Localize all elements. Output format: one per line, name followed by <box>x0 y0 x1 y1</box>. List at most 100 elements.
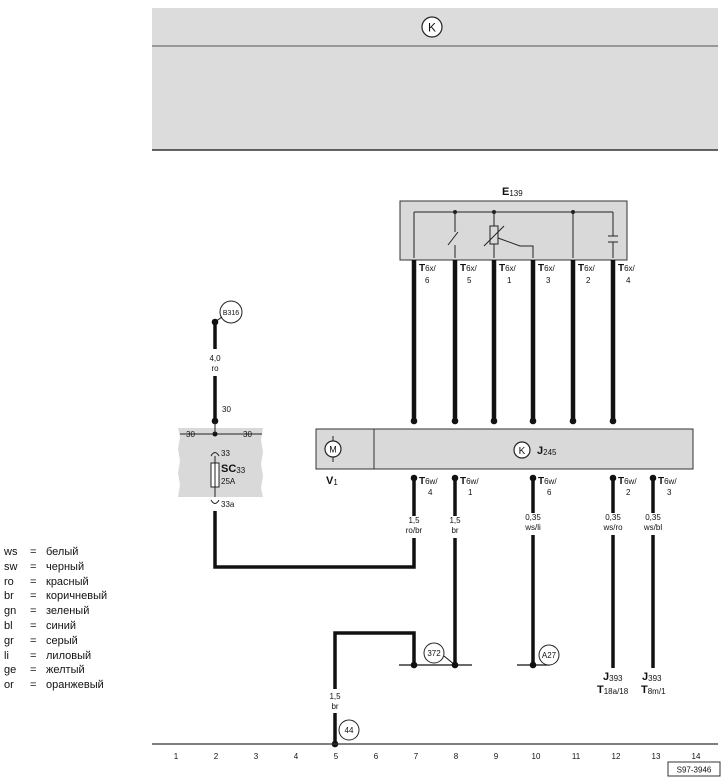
legend-eq: = <box>30 619 37 632</box>
j245-label: J245 <box>537 445 557 457</box>
legend-row: ge=желтый <box>4 663 107 678</box>
legend-text: синий <box>46 619 77 632</box>
legend-row: gn = зеленый <box>4 604 107 619</box>
fuse-holder-box <box>178 428 263 497</box>
v1-label: V1 <box>326 475 338 487</box>
drawing-number: S97-3946 <box>677 766 712 775</box>
ruler-number: 8 <box>454 752 459 761</box>
legend-row: li=лиловый <box>4 649 107 664</box>
t6x-pin-number: 3 <box>546 276 551 285</box>
j245-symbol: K <box>519 446 526 457</box>
ruler-number: 6 <box>374 752 379 761</box>
legend-row: ro=красный <box>4 575 107 590</box>
legend-code: or <box>4 679 14 692</box>
t6x-pin-label: T6x/ <box>419 263 437 274</box>
legend-eq: = <box>30 546 37 558</box>
t6x-pin-labels: T6x/ 6 T6x/ 5 T6x/ 1 T6x/ 3 T6x/ 2 T6x/ … <box>419 263 636 285</box>
legend-row: ws = белый <box>4 545 107 560</box>
legend-code: bl <box>4 619 13 632</box>
wire-color-label: br <box>451 526 458 535</box>
t6w-pin-number: 1 <box>468 488 473 497</box>
t6w-wire-ends <box>410 474 657 482</box>
feed-terminal: 30 <box>222 405 231 414</box>
t6x-pin-number: 6 <box>425 276 430 285</box>
t6w-wire-labels: 1,5 ro/br 1,5 br 0,35 ws/li 0,35 ws/ro 0… <box>406 513 663 535</box>
wire-size-label: 0,35 <box>525 513 541 522</box>
t6x-wires <box>411 260 616 421</box>
ground-junction <box>529 661 537 669</box>
t6w-pin-number: 4 <box>428 488 433 497</box>
connector-372-circle <box>423 642 445 664</box>
ruler-number: 11 <box>572 752 581 761</box>
legend-row: bl = синий <box>4 619 107 634</box>
t6x-pin-label: T6x/ <box>538 263 556 274</box>
t6x-pin-label: T6x/ <box>460 263 478 274</box>
motor-symbol: M <box>329 445 337 455</box>
ruler-number: 14 <box>692 752 701 761</box>
legend-code: gr <box>4 634 14 647</box>
j393-connector: T8m/1 <box>641 684 666 696</box>
t6w-pin-number: 2 <box>626 488 631 497</box>
t6w-pin-label: T6w/ <box>538 476 557 487</box>
t6x-pin-number: 5 <box>467 276 472 285</box>
j393-label: J393 <box>603 671 623 683</box>
wire-color-label: ro/br <box>406 526 423 535</box>
j393-label: J393 <box>642 671 662 683</box>
legend-text: серый <box>46 634 78 647</box>
connector-b316-circle <box>219 300 243 324</box>
e139-junctions <box>453 210 575 214</box>
j245-symbol-circle <box>513 441 531 459</box>
j393-connector: T18a/18 <box>597 684 629 696</box>
ruler-number: 13 <box>652 752 661 761</box>
ruler-number: 5 <box>334 752 339 761</box>
legend-eq: = <box>30 634 37 647</box>
fuse-label: SC33 <box>221 463 246 475</box>
legend-eq: = <box>30 679 37 692</box>
legend-row: sw = черный <box>4 560 107 575</box>
wire-color-label: ws/li <box>524 523 541 532</box>
legend-eq: = <box>30 560 37 573</box>
legend-eq: = <box>30 575 37 588</box>
fuse-pin-in: 33 <box>221 449 230 458</box>
ruler-number: 9 <box>494 752 499 761</box>
legend-code: ro <box>4 575 14 588</box>
t6w-pin-number: 6 <box>547 488 552 497</box>
legend-text: черный <box>46 560 85 573</box>
legend-eq: = <box>30 649 37 662</box>
legend-text: оранжевый <box>46 679 104 692</box>
connector-b316: B316 <box>223 310 239 317</box>
t6x-pin-label: T6x/ <box>618 263 636 274</box>
connector-372: 372 <box>427 649 441 658</box>
connector-44-circle <box>338 719 360 741</box>
wire-size-label: 1,5 <box>408 516 420 525</box>
t6x-pin-label: T6x/ <box>578 263 596 274</box>
e139-label: E139 <box>502 186 523 198</box>
legend-text: коричневый <box>46 590 108 603</box>
wire-size-label: 0,35 <box>645 513 661 522</box>
legend-text: белый <box>46 546 79 558</box>
legend-eq: = <box>30 664 37 677</box>
legend-code: sw <box>4 560 18 573</box>
ground-wire-44 <box>333 631 416 689</box>
ruler-number: 12 <box>612 752 621 761</box>
legend-eq: = <box>30 605 37 618</box>
e139-box <box>399 200 628 261</box>
legend-code: ws <box>4 546 18 558</box>
ground-wire-size: 1,5 <box>329 692 341 701</box>
connector-lead <box>443 655 456 666</box>
fuse-terminal-arc <box>210 452 220 457</box>
legend-row: or = оранжевый <box>4 678 107 693</box>
wire-color-label: ws/ro <box>602 523 623 532</box>
j245-box <box>315 428 694 470</box>
ruler-number: 3 <box>254 752 259 761</box>
t6x-pin-number: 1 <box>507 276 512 285</box>
legend-text: зеленый <box>46 605 90 618</box>
legend-code: gn <box>4 605 17 618</box>
legend-text: лиловый <box>46 649 92 662</box>
fuse-rating: 25A <box>221 477 236 486</box>
legend-row: br=коричневый <box>4 589 107 604</box>
legend-eq: = <box>30 590 37 603</box>
